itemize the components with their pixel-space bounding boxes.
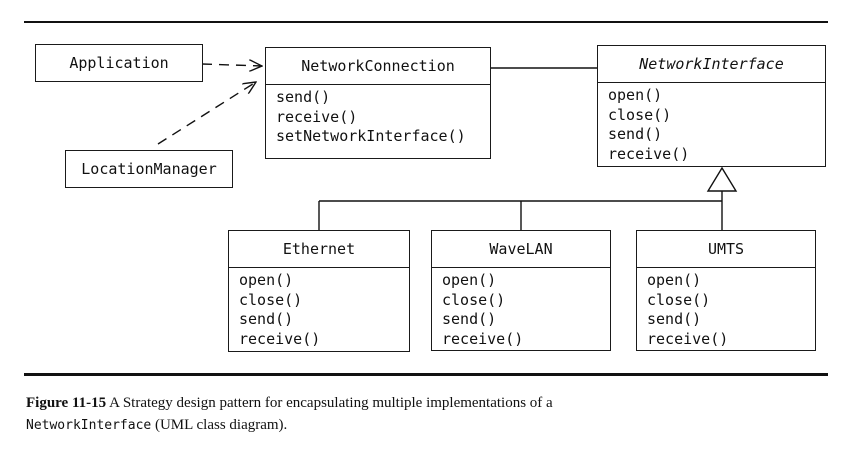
class-ethernet: Ethernet open() close() send() receive() — [228, 230, 410, 352]
class-name: WaveLAN — [432, 231, 610, 268]
class-network-interface: NetworkInterface open() close() send() r… — [597, 45, 826, 167]
operation: open() — [608, 86, 663, 104]
operation: receive() — [276, 107, 358, 126]
operation: open() — [647, 271, 702, 289]
figure-label: Figure 11-15 — [26, 395, 107, 411]
operations-list: open() close() send() receive() — [598, 83, 825, 164]
class-name: UMTS — [637, 231, 815, 268]
class-name: Ethernet — [229, 231, 409, 268]
bottom-rule — [24, 373, 828, 376]
operations-list: open() close() send() receive() — [432, 268, 610, 349]
operation: send() — [647, 310, 702, 328]
class-umts: UMTS open() close() send() receive() — [636, 230, 816, 351]
class-name: Application — [69, 54, 169, 72]
operations-list: open() close() send() receive() — [637, 268, 815, 349]
class-network-connection: NetworkConnection send() receive() setNe… — [265, 47, 491, 159]
generalization-triangle — [706, 166, 738, 192]
operations-list: send() receive() setNetworkInterface() — [266, 85, 490, 147]
operation: send() — [442, 310, 497, 328]
operation: open() — [442, 271, 497, 289]
class-location-manager: LocationManager — [65, 150, 233, 188]
operation: close() — [239, 290, 303, 309]
operations-list: open() close() send() receive() — [229, 268, 409, 349]
operation: receive() — [647, 329, 729, 348]
operation: send() — [608, 125, 663, 143]
class-name: NetworkInterface — [598, 46, 825, 83]
operation: receive() — [608, 144, 690, 163]
caption-text-end: (UML class diagram). — [151, 417, 288, 433]
figure-caption: Figure 11-15 A Strategy design pattern f… — [26, 392, 826, 437]
operation: setNetworkInterface() — [276, 127, 466, 145]
dependency-location-manager — [157, 82, 256, 145]
operation: receive() — [442, 329, 524, 348]
operation: send() — [239, 310, 294, 328]
top-rule — [24, 21, 828, 23]
operation: open() — [239, 271, 294, 289]
operation: receive() — [239, 329, 321, 348]
class-name: NetworkConnection — [266, 48, 490, 85]
operation: send() — [276, 88, 331, 106]
operation: close() — [608, 105, 672, 124]
operation: close() — [647, 290, 711, 309]
caption-text: A Strategy design pattern for encapsulat… — [106, 395, 553, 411]
caption-code: NetworkInterface — [26, 418, 152, 433]
class-application: Application — [35, 44, 203, 82]
class-name: LocationManager — [81, 160, 217, 178]
dependency-application — [201, 64, 262, 66]
class-wavelan: WaveLAN open() close() send() receive() — [431, 230, 611, 351]
operation: close() — [442, 290, 506, 309]
